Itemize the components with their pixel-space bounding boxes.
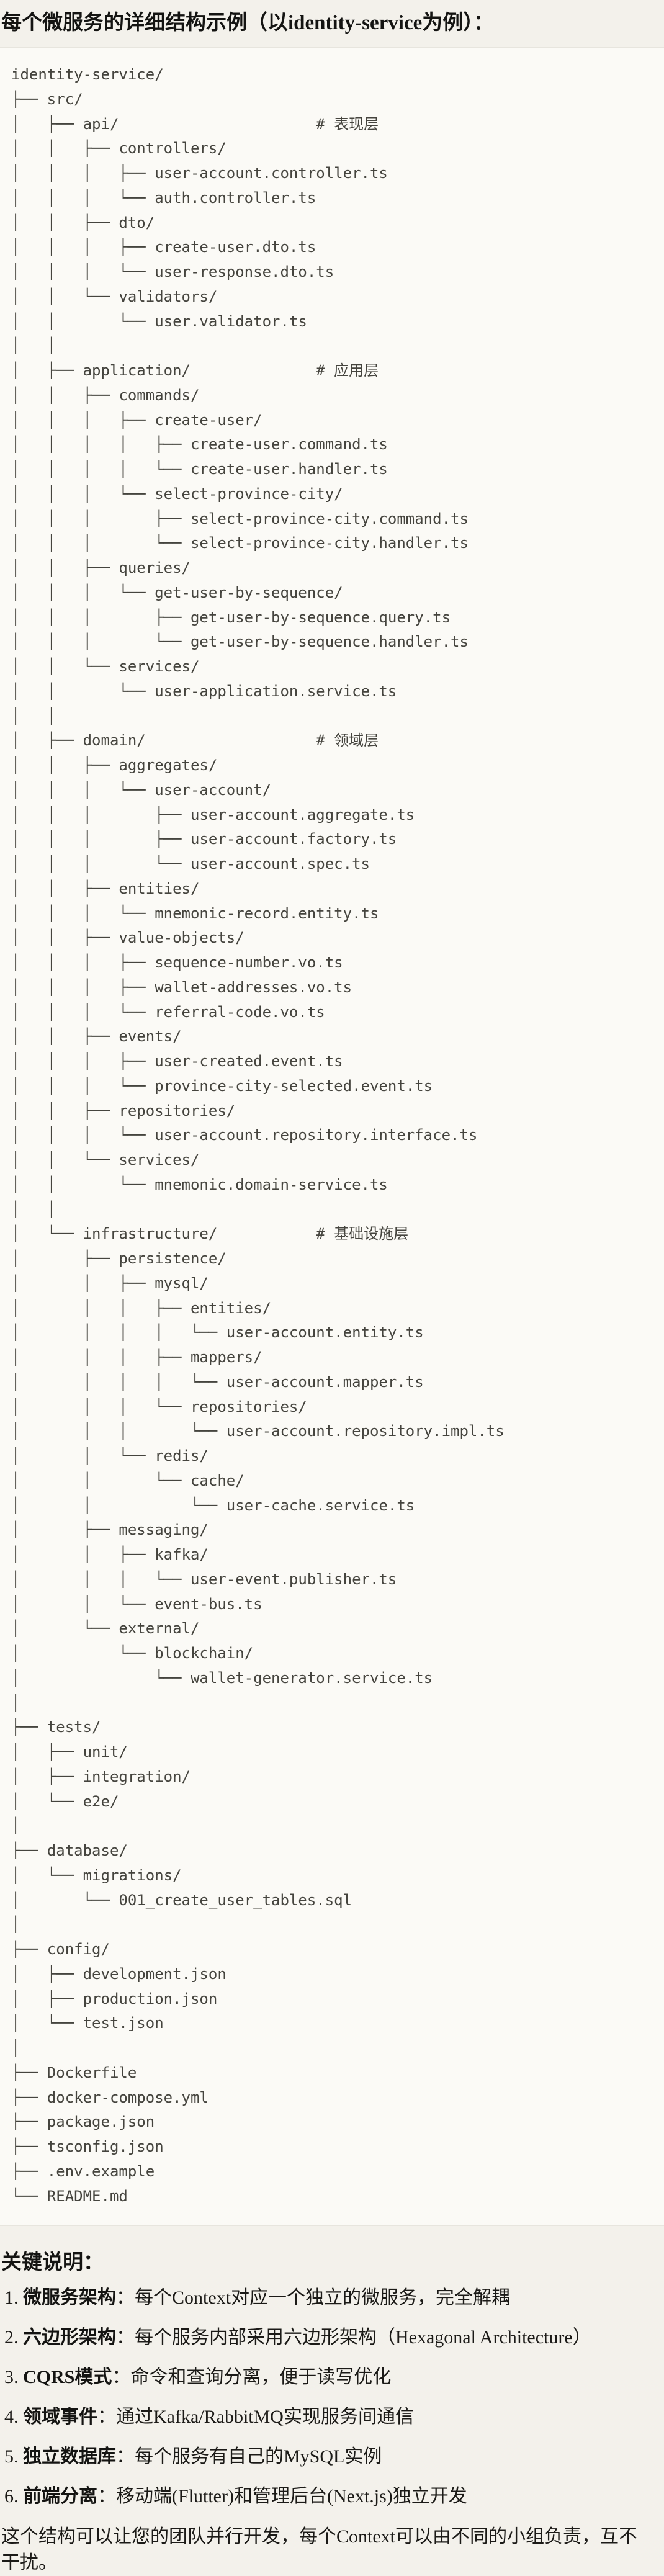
note-text: ：通过Kafka/RabbitMQ实现服务间通信 (97, 2407, 414, 2428)
note-item: 1. 微服务架构：每个Context对应一个独立的微服务，完全解耦 (1, 2286, 654, 2310)
note-term: 微服务架构 (23, 2287, 116, 2309)
note-number: 6. (4, 2486, 23, 2507)
note-term: 独立数据库 (23, 2446, 116, 2467)
note-term: 六边形架构 (23, 2327, 116, 2348)
page-title: 每个微服务的详细结构示例（以identity-service为例）： (1, 12, 494, 34)
closing-paragraph: 这个结构可以让您的团队并行开发，每个Context可以由不同的小组负责，互不干扰… (1, 2526, 637, 2574)
note-item: 2. 六边形架构：每个服务内部采用六边形架构（Hexagonal Archite… (1, 2325, 654, 2350)
note-number: 5. (4, 2446, 23, 2467)
note-text: ：移动端(Flutter)和管理后台(Next.js)独立开发 (97, 2486, 467, 2507)
note-text: ：命令和查询分离，便于读写优化 (112, 2367, 392, 2388)
file-tree: identity-service/ ├── src/ │ ├── api/ # … (11, 66, 505, 2205)
note-item: 4. 领域事件：通过Kafka/RabbitMQ实现服务间通信 (1, 2405, 654, 2430)
file-tree-code-block: identity-service/ ├── src/ │ ├── api/ # … (0, 47, 664, 2227)
note-term: 领域事件 (23, 2407, 97, 2428)
note-item: 6. 前端分离：移动端(Flutter)和管理后台(Next.js)独立开发 (1, 2484, 654, 2509)
notes-heading: 关键说明： (1, 2251, 104, 2274)
note-item: 3. CQRS模式：命令和查询分离，便于读写优化 (1, 2365, 654, 2390)
note-number: 4. (4, 2407, 23, 2428)
note-number: 3. (4, 2367, 23, 2388)
note-text: ：每个服务内部采用六边形架构（Hexagonal Architecture） (116, 2327, 591, 2348)
note-number: 2. (4, 2327, 23, 2348)
note-term: 前端分离 (23, 2486, 97, 2507)
note-text: ：每个Context对应一个独立的微服务，完全解耦 (116, 2287, 510, 2309)
note-item: 5. 独立数据库：每个服务有自己的MySQL实例 (1, 2444, 654, 2469)
note-term: CQRS模式 (23, 2367, 112, 2388)
key-notes-section: 关键说明： 1. 微服务架构：每个Context对应一个独立的微服务，完全解耦 … (0, 2226, 664, 2576)
note-text: ：每个服务有自己的MySQL实例 (116, 2446, 382, 2467)
note-number: 1. (4, 2287, 23, 2309)
